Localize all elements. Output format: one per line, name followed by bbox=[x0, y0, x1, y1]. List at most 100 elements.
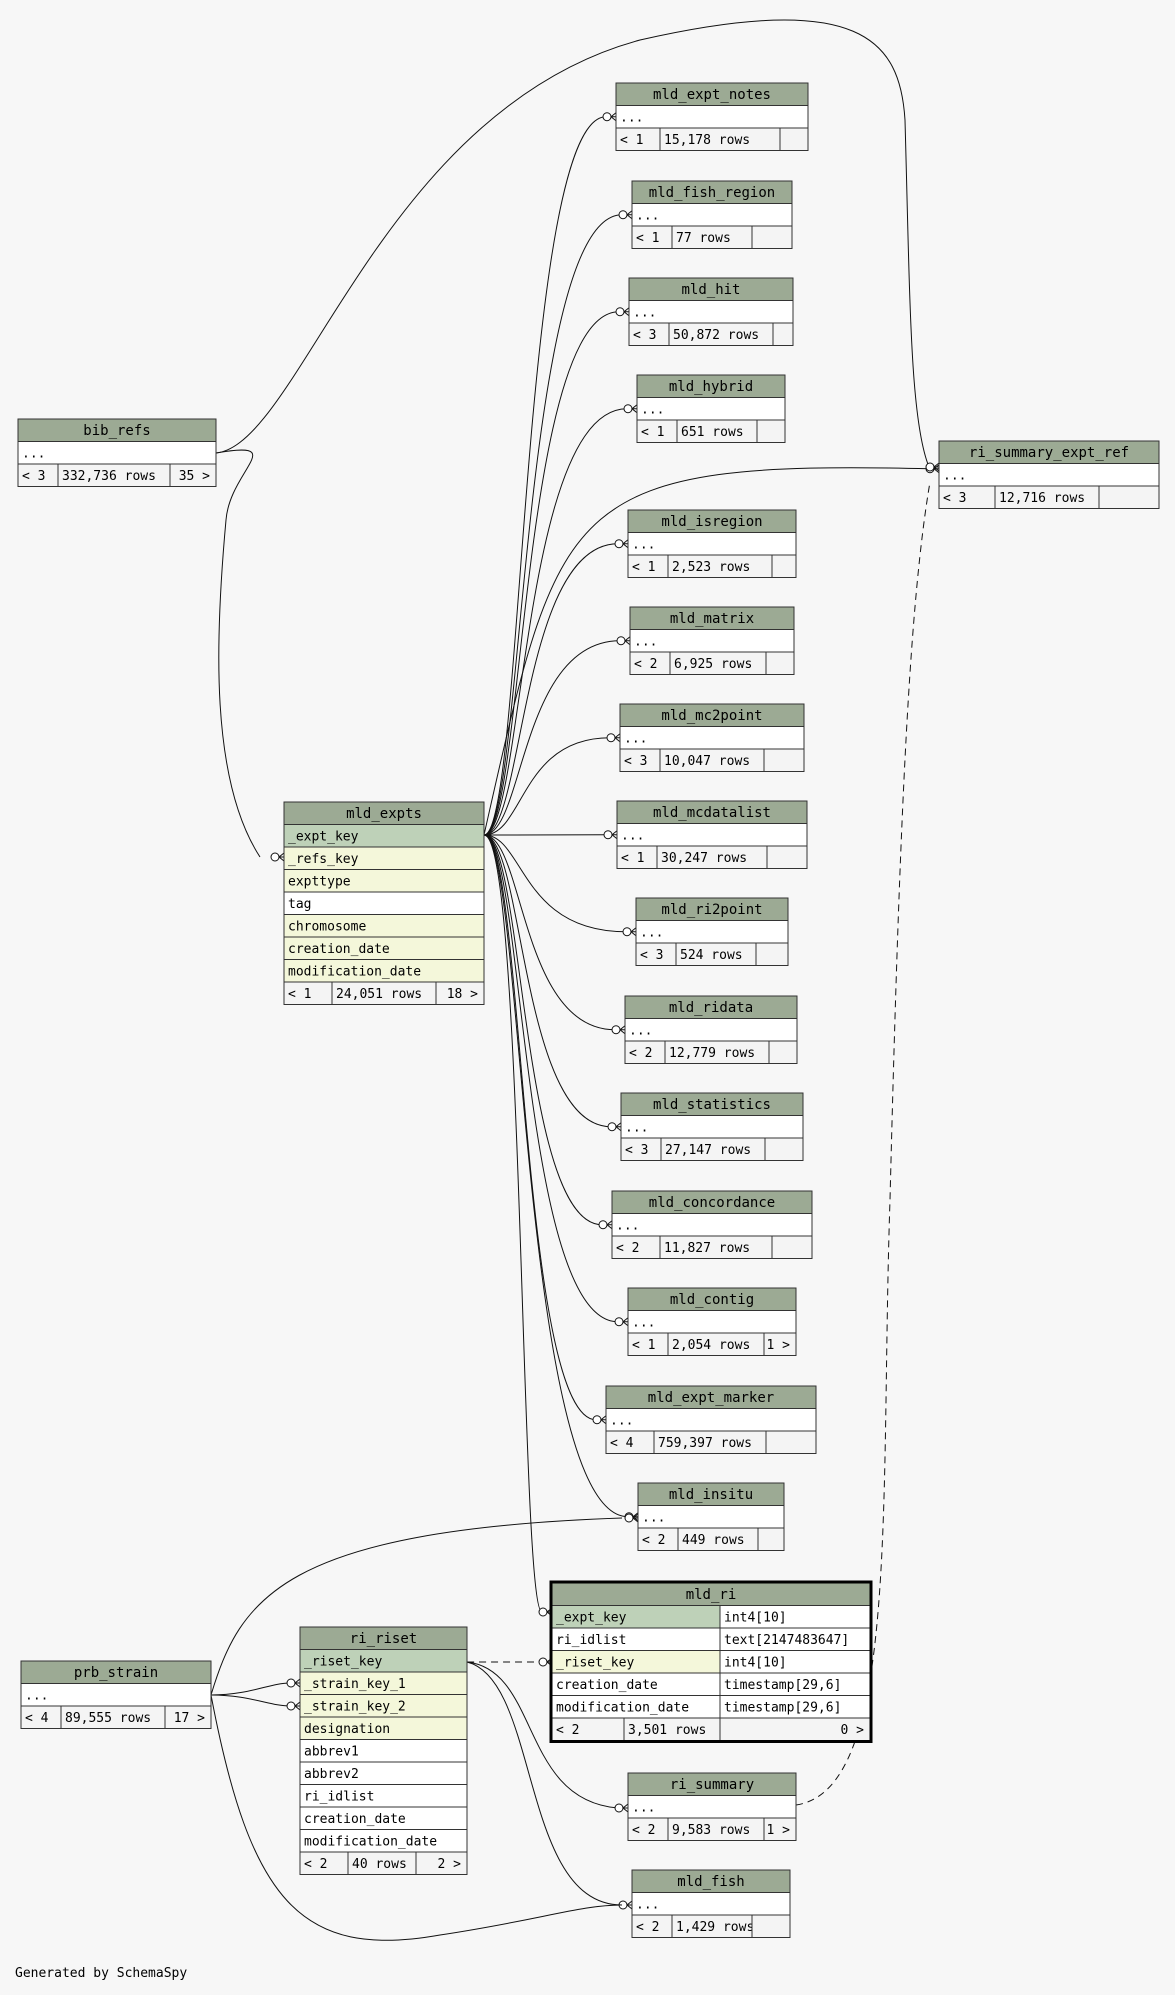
parent-count: < 3 bbox=[633, 328, 656, 343]
column-name: modification_date bbox=[556, 1701, 689, 1716]
column-name: creation_date bbox=[288, 942, 390, 957]
parent-count: < 2 bbox=[642, 1533, 665, 1548]
column-name: ... bbox=[25, 1689, 48, 1704]
many-end-marker bbox=[632, 1513, 639, 1523]
column-name: ... bbox=[641, 403, 664, 418]
column-name: ... bbox=[636, 1898, 659, 1913]
relationship-line bbox=[483, 737, 611, 836]
parent-count: < 1 bbox=[632, 560, 655, 575]
parent-count: < 2 bbox=[556, 1723, 579, 1738]
row-count: 12,779 rows bbox=[669, 1046, 755, 1061]
column-name: ... bbox=[633, 306, 656, 321]
row-count: 9,583 rows bbox=[672, 1823, 750, 1838]
focus-border bbox=[549, 1580, 873, 1743]
child-count: 18 > bbox=[447, 987, 478, 1002]
column-name: ... bbox=[625, 1121, 648, 1136]
footer-cell bbox=[751, 225, 793, 249]
table-title: ri_summary_expt_ref bbox=[969, 445, 1129, 461]
relationship-line bbox=[483, 834, 627, 933]
relationship-line bbox=[210, 1682, 291, 1696]
optional-end-marker bbox=[286, 1678, 296, 1688]
footer-cell bbox=[169, 463, 217, 487]
table-title: mld_expt_notes bbox=[653, 87, 771, 103]
relationship-line bbox=[483, 834, 597, 1421]
optional-end-marker bbox=[614, 1317, 624, 1327]
footer-cell bbox=[768, 1040, 798, 1064]
relationship-line bbox=[210, 1694, 291, 1707]
table-ri-riset[interactable]: ri_riset_riset_key_strain_key_1_strain_k… bbox=[299, 1626, 468, 1875]
footer-cell bbox=[772, 322, 794, 346]
row-count: 77 rows bbox=[676, 231, 731, 246]
optional-end-marker bbox=[611, 1025, 621, 1035]
row-count: 27,147 rows bbox=[665, 1143, 751, 1158]
table-title: mld_hit bbox=[681, 282, 740, 298]
table-title: mld_expts bbox=[346, 806, 422, 822]
column-name: chromosome bbox=[288, 920, 366, 935]
table-title: ri_riset bbox=[350, 1631, 417, 1647]
table-row bbox=[619, 726, 805, 750]
table-title: mld_fish_region bbox=[649, 185, 775, 201]
column-name: ... bbox=[610, 1414, 633, 1429]
optional-end-marker bbox=[616, 636, 626, 646]
optional-end-marker bbox=[623, 404, 633, 414]
column-name: modification_date bbox=[288, 965, 421, 980]
many-end-marker bbox=[294, 1678, 301, 1688]
column-name: ... bbox=[22, 447, 45, 462]
child-count: 0 > bbox=[841, 1723, 865, 1738]
column-name: _expt_key bbox=[556, 1611, 627, 1626]
table-row bbox=[605, 1408, 817, 1432]
table-title: mld_mcdatalist bbox=[653, 805, 771, 821]
relationship-line bbox=[483, 543, 619, 836]
footer-cell bbox=[771, 1235, 813, 1259]
parent-count: < 2 bbox=[634, 657, 657, 672]
parent-count: < 1 bbox=[620, 133, 643, 148]
relationship-line bbox=[466, 1661, 623, 1906]
parent-count: < 3 bbox=[22, 469, 45, 484]
footer-cell bbox=[755, 942, 789, 966]
column-name: ri_idlist bbox=[556, 1633, 626, 1648]
table-mld-expts[interactable]: mld_expts_expt_key_refs_keyexpttypetagch… bbox=[283, 801, 485, 1005]
row-count: 30,247 rows bbox=[661, 851, 747, 866]
optional-end-marker bbox=[614, 1803, 624, 1813]
footer-cell bbox=[763, 1332, 797, 1356]
column-name: int4[10] bbox=[724, 1611, 787, 1626]
optional-end-marker bbox=[624, 1513, 634, 1523]
footer-cell bbox=[435, 981, 485, 1005]
table-title: mld_concordance bbox=[649, 1195, 775, 1211]
many-end-marker bbox=[611, 830, 618, 840]
table-row bbox=[611, 1213, 813, 1237]
relationship-line bbox=[483, 834, 603, 1226]
optional-end-marker bbox=[606, 733, 616, 743]
parent-count: < 2 bbox=[616, 1241, 639, 1256]
relationship-line bbox=[215, 19, 930, 468]
footer-cell bbox=[771, 554, 797, 578]
relationship-line bbox=[483, 311, 620, 836]
many-end-marker bbox=[630, 927, 637, 937]
footer-credit: Generated by SchemaSpy bbox=[15, 1966, 188, 1981]
table-title: mld_insitu bbox=[669, 1487, 753, 1503]
column-name: ... bbox=[621, 829, 644, 844]
relationship-line bbox=[483, 834, 612, 1128]
